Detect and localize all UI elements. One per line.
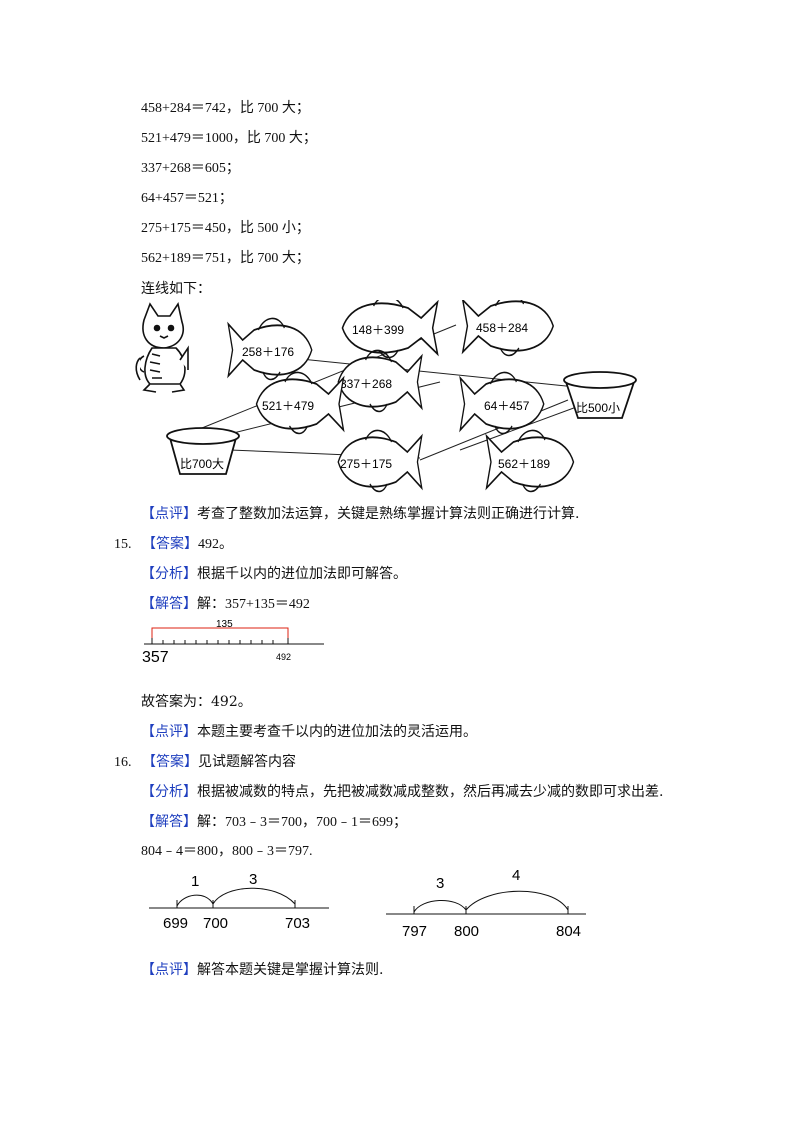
analysis-tag: 【分析】 [141,566,197,582]
comment-text: 解答本题关键是掌握计算法则. [197,962,384,978]
question-number: 15. [114,537,132,552]
calc-line-2: 521+479＝1000，比 700 大； [141,131,317,146]
comment-tag: 【点评】 [141,506,197,522]
fish-label-4: 337＋268 [340,377,392,391]
comment-text: 考查了整数加法运算，关键是熟练掌握计算法则正确进行计算. [197,506,580,522]
comment-tag: 【点评】 [141,724,197,740]
q16-solution: 【解答】解：703﹣3＝700，700﹣1＝699； [141,813,407,832]
bowl-big [166,427,240,475]
bowl-label-small: 比500小 [576,401,620,415]
q15-line-left-label: 357 [142,649,169,666]
fish-label-5: 521＋479 [262,399,314,413]
q15-line-right-label: 492 [276,652,291,662]
comment-tag: 【点评】 [141,962,197,978]
bowl-label-big: 比700大 [180,457,224,471]
analysis-text: 根据千以内的进位加法即可解答。 [197,566,407,582]
q16-nl1-arc-label-1: 1 [191,873,199,890]
solution-text: 解：357+135＝492 [197,597,310,612]
question-number: 16. [114,755,132,770]
q16-number-line-2: 3 4 797 800 804 [386,867,586,940]
q15-analysis: 【分析】根据千以内的进位加法即可解答。 [141,565,407,583]
q16-number-line-1: 1 3 699 700 703 [149,871,329,932]
fish-label-1: 258＋176 [242,345,294,359]
fish-label-8: 562＋189 [498,457,550,471]
q14-comment: 【点评】考查了整数加法运算，关键是熟练掌握计算法则正确进行计算. [141,505,579,523]
cat-illustration [135,301,189,393]
q15-line-top-label: 135 [216,619,233,630]
fish-label-7: 275＋175 [340,457,392,471]
q15-answer-line: 15. 【答案】492。 [114,535,233,554]
fish-label-6: 64＋457 [484,399,530,413]
solution-text: 解：703﹣3＝700，700﹣1＝699； [197,815,407,830]
fish-label-3: 458＋284 [476,321,528,335]
calc-line-1: 458+284＝742，比 700 大； [141,101,310,116]
solution-tag: 【解答】 [141,596,197,612]
q16-nl2-arc-label-1: 3 [436,875,444,892]
q16-comment: 【点评】解答本题关键是掌握计算法则. [141,961,383,979]
calc-line-5: 275+175＝450，比 500 小； [141,221,310,236]
fish-label-2: 148＋399 [352,323,404,337]
answer-text: 见试题解答内容 [197,754,296,770]
q15-conclusion: 故答案为：492。 [141,694,252,710]
q16-nl1-tick-3: 703 [285,915,310,932]
solution-tag: 【解答】 [141,814,197,830]
q16-nl2-tick-3: 804 [556,923,581,940]
answer-tag: 【答案】 [141,754,198,770]
q16-nl2-arc-label-2: 4 [512,867,520,884]
q16-analysis: 【分析】根据被减数的特点，先把被减数减成整数，然后再减去少减的数即可求出差. [141,783,663,801]
q16-solution-2: 804﹣4＝800，800﹣3＝797. [141,844,313,859]
answer-tag: 【答案】 [141,536,198,552]
calc-line-4: 64+457＝521； [141,191,233,206]
q16-nl1-arc-label-2: 3 [249,871,257,888]
calc-line-6: 562+189＝751，比 700 大； [141,251,310,266]
q15-number-line: 135 357 492 [142,619,324,666]
q16-nl2-tick-2: 800 [454,923,479,940]
calc-line-3: 337+268＝605； [141,161,240,176]
bowl-small [563,371,637,419]
analysis-tag: 【分析】 [141,784,197,800]
analysis-text: 根据被减数的特点，先把被减数减成整数，然后再减去少减的数即可求出差. [197,784,664,800]
q16-answer-line: 16. 【答案】见试题解答内容 [114,753,296,772]
q16-nl2-tick-1: 797 [402,923,427,940]
q15-solution: 【解答】解：357+135＝492 [141,595,310,614]
answer-text: 492。 [197,537,233,552]
comment-text: 本题主要考查千以内的进位加法的灵活运用。 [197,724,477,740]
connect-intro: 连线如下： [141,281,211,297]
q16-nl1-tick-1: 699 [163,915,188,932]
q15-comment: 【点评】本题主要考查千以内的进位加法的灵活运用。 [141,723,477,741]
q16-nl1-tick-2: 700 [203,915,228,932]
fish-matching-figure: 258＋176 148＋399 458＋284 337＋268 521＋479 … [135,300,637,493]
